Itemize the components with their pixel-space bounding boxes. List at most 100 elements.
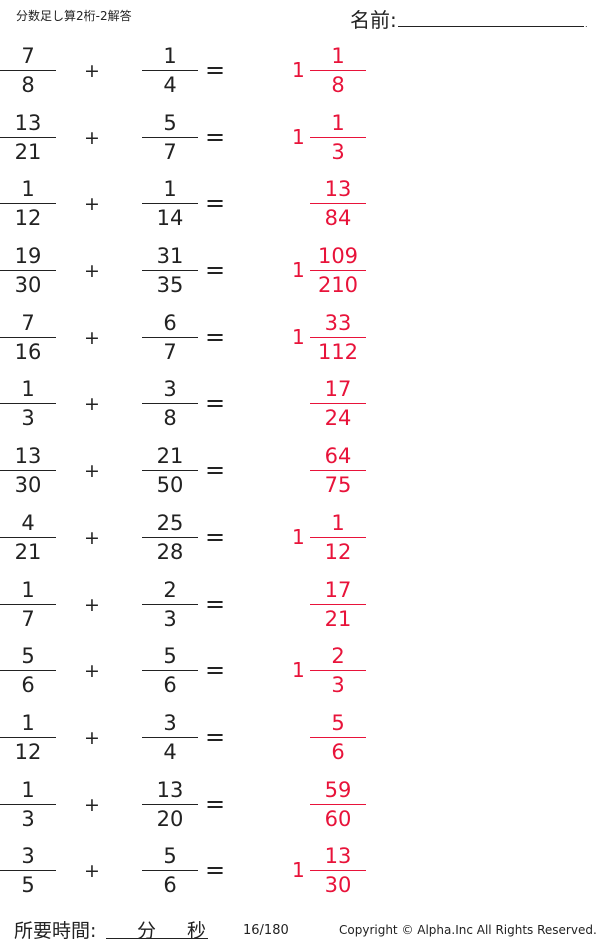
answer-denominator: 24 (324, 406, 352, 431)
page-number: 16/180 (243, 923, 289, 938)
second-numerator: 5 (163, 644, 177, 669)
fraction-bar (142, 136, 198, 138)
page-title: 分数足し算2桁-2解答 (16, 9, 132, 23)
fraction-bar (0, 870, 56, 872)
first-numerator: 1 (21, 577, 35, 602)
fraction-bar (142, 603, 198, 605)
second-denominator: 50 (156, 473, 184, 498)
second-denominator: 6 (163, 873, 177, 898)
answer-denominator: 6 (331, 739, 345, 764)
answer-numerator: 2 (331, 644, 345, 669)
answer-numerator: 13 (324, 844, 352, 869)
equals-sign: = (205, 56, 226, 84)
plus-sign: + (84, 126, 100, 149)
first-denominator: 7 (21, 606, 35, 631)
fraction-bar (310, 736, 366, 738)
fraction-bar (142, 670, 198, 672)
equals-sign: = (205, 856, 226, 885)
plus-sign: + (84, 526, 100, 549)
plus-sign: + (84, 193, 100, 216)
answer-numerator: 59 (324, 777, 352, 802)
second-numerator: 6 (163, 310, 177, 335)
second-numerator: 3 (163, 377, 177, 402)
answer-numerator: 17 (324, 577, 352, 602)
plus-sign: + (84, 260, 100, 283)
equals-sign: = (205, 389, 226, 418)
fraction-bar (310, 136, 366, 138)
first-denominator: 5 (21, 873, 35, 898)
answer-denominator: 75 (324, 473, 352, 498)
fraction-bar (310, 670, 366, 672)
first-numerator: 7 (21, 310, 35, 335)
fraction-bar (0, 736, 56, 738)
second-denominator: 6 (163, 673, 177, 698)
first-numerator: 1 (21, 377, 35, 402)
second-numerator: 21 (156, 444, 184, 469)
answer-denominator: 210 (317, 273, 359, 298)
fraction-bar (0, 270, 56, 272)
answer-numerator: 5 (331, 710, 345, 735)
fraction-bar (0, 603, 56, 605)
second-denominator: 35 (156, 273, 184, 298)
equals-sign: = (205, 722, 226, 751)
second-numerator: 3 (163, 710, 177, 735)
fraction-bar (0, 70, 56, 71)
equals-sign: = (205, 589, 226, 618)
first-denominator: 30 (14, 273, 42, 298)
answer-whole-number: 1 (292, 258, 305, 283)
first-denominator: 6 (21, 673, 35, 698)
fraction-bar (0, 670, 56, 672)
equals-sign: = (205, 122, 226, 151)
equals-sign: = (205, 456, 226, 485)
second-denominator: 14 (156, 206, 184, 231)
fraction-bar (142, 336, 198, 338)
fraction-bar (310, 470, 366, 472)
second-denominator: 3 (163, 606, 177, 631)
fraction-bar (0, 136, 56, 138)
fraction-bar (142, 870, 198, 872)
answer-whole-number: 1 (292, 658, 305, 683)
first-numerator: 13 (14, 444, 42, 469)
second-numerator: 5 (163, 110, 177, 135)
answer-numerator: 1 (331, 510, 345, 535)
first-numerator: 4 (21, 510, 35, 535)
second-numerator: 5 (163, 844, 177, 869)
fraction-bar (310, 870, 366, 872)
fraction-bar (310, 336, 366, 338)
fraction-bar (142, 803, 198, 805)
equals-sign: = (205, 322, 226, 351)
answer-denominator: 12 (324, 539, 352, 564)
first-denominator: 16 (14, 339, 42, 364)
answer-numerator: 64 (324, 444, 352, 469)
second-numerator: 1 (163, 44, 177, 68)
plus-sign: + (84, 460, 100, 483)
first-denominator: 3 (21, 406, 35, 431)
answer-numerator: 17 (324, 377, 352, 402)
answer-denominator: 60 (324, 806, 352, 831)
first-numerator: 19 (14, 244, 42, 269)
